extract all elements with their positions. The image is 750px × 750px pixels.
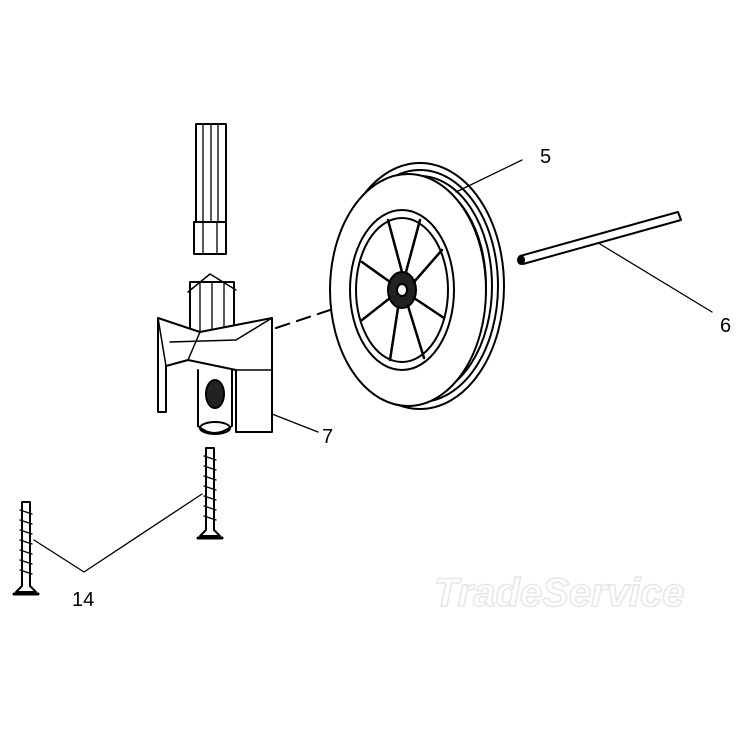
leg-shaft <box>193 123 227 255</box>
leader-line-14 <box>33 493 203 573</box>
callout-14: 14 <box>72 589 95 611</box>
leader-line-7 <box>271 413 319 433</box>
wheel <box>329 162 505 410</box>
screw-left <box>12 501 40 596</box>
svg-text:TradeService: TradeService <box>434 571 685 615</box>
axle-rod <box>517 211 682 265</box>
callout-6: 6 <box>720 315 732 337</box>
tradeservice-watermark: TradeService <box>433 570 685 616</box>
callout-5: 5 <box>540 146 552 168</box>
leader-line-6 <box>599 243 713 313</box>
callout-7: 7 <box>322 426 334 448</box>
wheel-bracket <box>157 273 273 435</box>
leader-lines <box>33 159 713 573</box>
screw-right <box>196 447 224 540</box>
leader-line-5 <box>455 159 523 193</box>
